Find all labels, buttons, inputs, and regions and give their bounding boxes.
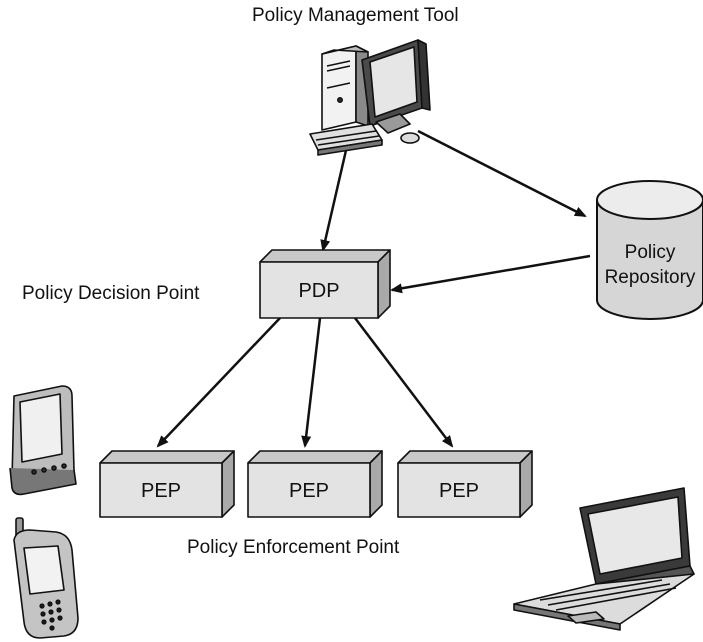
arrow-pdp-to-pep-2 [301, 317, 322, 448]
pdp-label: PDP [298, 280, 339, 302]
desktop-computer-icon [309, 39, 431, 156]
pep-box-1 [99, 450, 235, 518]
pep-box-3 [397, 450, 533, 518]
arrow-tool-to-pdp [320, 145, 349, 252]
arrow-repository-to-pdp [390, 254, 591, 294]
policy-enforcement-point-label: Policy Enforcement Point [187, 537, 400, 558]
database-cylinder-icon [596, 180, 703, 320]
arrow-pdp-to-pep-1 [156, 317, 281, 448]
pda-icon [9, 385, 77, 496]
policy-decision-point-label: Policy Decision Point [22, 283, 200, 304]
laptop-icon [513, 487, 695, 631]
repository-label-line2: Repository [605, 267, 696, 288]
policy-management-tool-label: Policy Management Tool [252, 5, 459, 26]
mobile-phone-icon [13, 517, 79, 639]
pdp-box [259, 249, 391, 319]
pep-label-1: PEP [141, 480, 181, 502]
pep-label-3: PEP [439, 480, 479, 502]
pep-box-2 [247, 450, 383, 518]
pep-label-2: PEP [289, 480, 329, 502]
connector-arrows [156, 129, 591, 448]
arrow-tool-to-repository [417, 129, 587, 218]
repository-label-line1: Policy [625, 242, 676, 263]
arrow-pdp-to-pep-3 [354, 317, 454, 448]
